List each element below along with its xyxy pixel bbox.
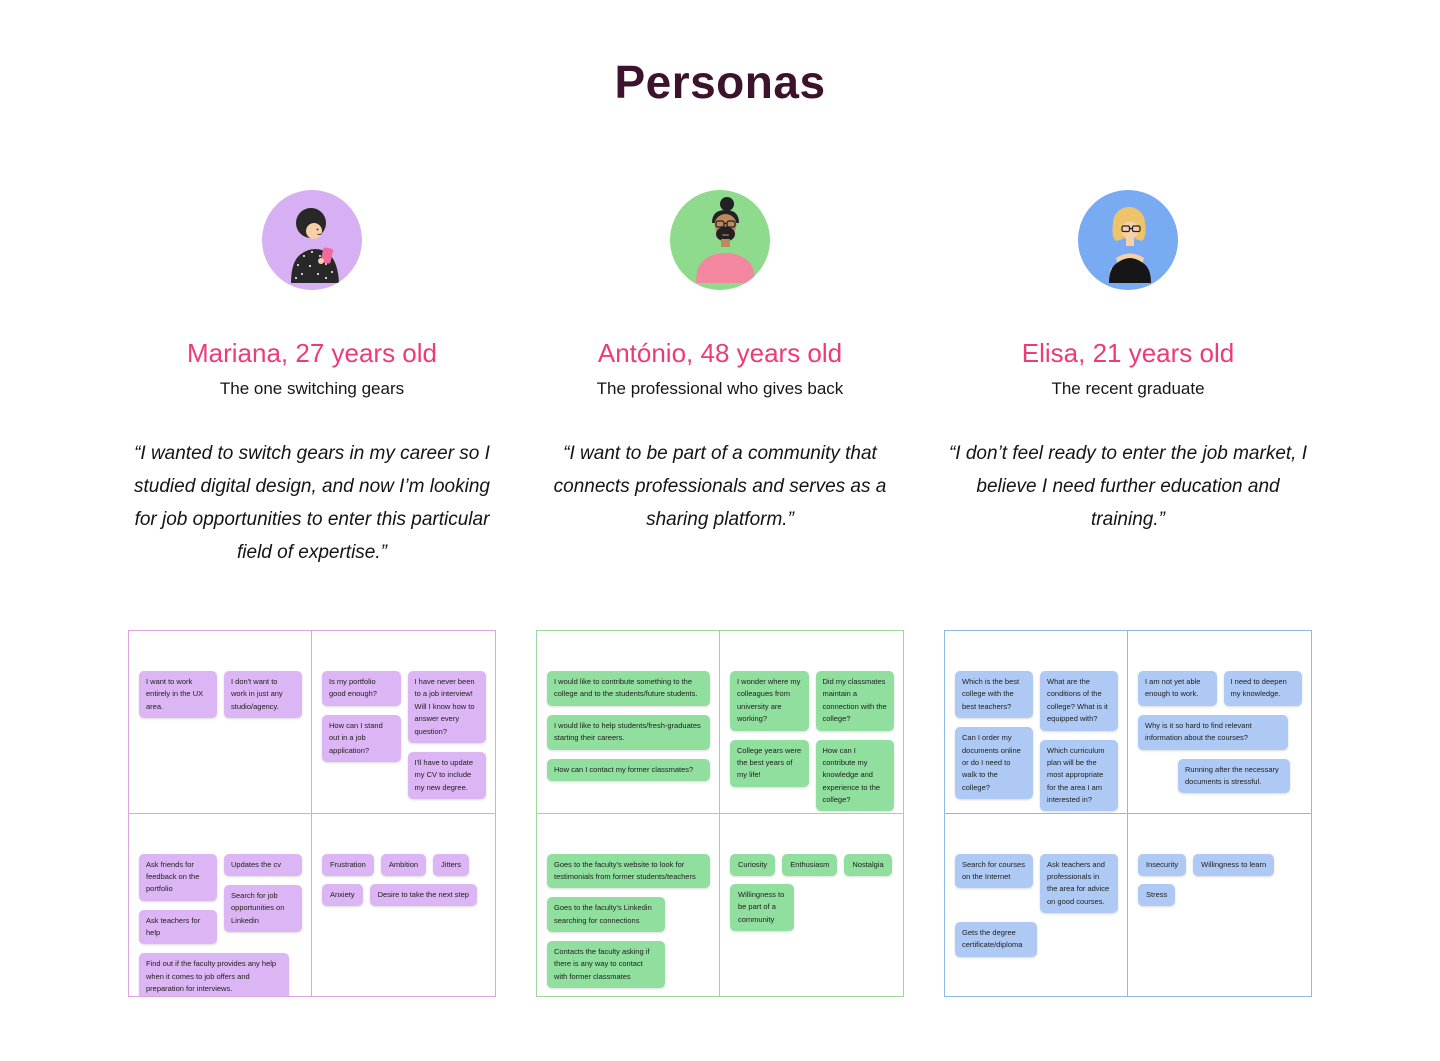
personas-row: Mariana, 27 years old The one switching … — [0, 190, 1440, 997]
mariana-illustration-icon — [291, 208, 339, 283]
sticky-note: Nostalgia — [844, 853, 892, 876]
sticky-note: Curiosity — [730, 853, 776, 876]
sticky-note: Willingness to learn — [1193, 853, 1275, 876]
grid-quadrant: I wonder where my colleagues from univer… — [720, 631, 903, 814]
persona-quote: “I want to be part of a community that c… — [553, 443, 887, 530]
persona-quote: “I don’t feel ready to enter the job mar… — [948, 443, 1308, 530]
sticky-note: Ask teachers for help — [139, 909, 217, 945]
elisa-illustration-icon — [1109, 207, 1151, 283]
sticky-note: College years were the best years of my … — [730, 739, 809, 787]
persona-card: Mariana, 27 years old The one switching … — [128, 190, 496, 997]
sticky-note: Can I order my documents online or do I … — [955, 727, 1033, 799]
grid-quadrant: I want to work entirely in the UX area.I… — [129, 631, 312, 814]
sticky-note: I would like to contribute something to … — [547, 671, 710, 706]
sticky-note: Goes to the faculty's website to look fo… — [547, 853, 710, 889]
sticky-note: Gets the degree certificate/diploma — [955, 922, 1037, 957]
sticky-note: How can I contribute my knowledge and ex… — [815, 739, 894, 812]
sticky-note: Contacts the faculty asking if there is … — [547, 941, 665, 989]
persona-name: António, 48 years old — [597, 338, 843, 368]
sticky-note: Enthusiasm — [782, 853, 838, 876]
sticky-note: Stress — [1138, 883, 1176, 907]
persona-quote: “I wanted to switch gears in my career s… — [134, 443, 490, 563]
grid-quadrant: Goes to the faculty's website to look fo… — [537, 813, 720, 996]
persona-card: Elisa, 21 years old The recent graduate … — [944, 190, 1312, 997]
sticky-note: Did my classmates maintain a connection … — [815, 671, 894, 731]
sticky-note: Ask friends for feedback on the portfoli… — [139, 853, 217, 901]
sticky-note: I wonder where my colleagues from univer… — [730, 671, 809, 731]
empathy-grid: I would like to contribute something to … — [536, 630, 904, 997]
sticky-note: I need to deepen my knowledge. — [1223, 671, 1302, 706]
grid-quadrant: I am not yet able enough to work.I need … — [1128, 631, 1311, 814]
sticky-note: Ask teachers and professionals in the ar… — [1040, 853, 1118, 913]
sticky-note: Find out if the faculty provides any hel… — [139, 953, 289, 996]
sticky-note: Search for job opportunities on Linkedin — [224, 884, 302, 932]
sticky-note: I want to work entirely in the UX area. — [139, 671, 217, 719]
persona-avatar — [262, 190, 362, 290]
sticky-note: Search for courses on the Internet — [955, 853, 1033, 889]
sticky-note: I have never been to a job interview! Wi… — [407, 671, 486, 743]
sticky-note: Insecurity — [1138, 853, 1187, 876]
sticky-note: Desire to take the next step — [369, 883, 477, 907]
sticky-note: Running after the necessary documents is… — [1178, 758, 1290, 794]
persona-name: Mariana, 27 years old — [186, 338, 438, 368]
sticky-note: Updates the cv — [224, 853, 302, 876]
grid-quadrant: Ask friends for feedback on the portfoli… — [129, 813, 312, 996]
sticky-note: Goes to the faculty's Linkedin searching… — [547, 897, 665, 932]
sticky-note: I don't want to work in just any studio/… — [224, 671, 302, 719]
sticky-note: Is my portfolio good enough? — [322, 671, 401, 706]
persona-role: The professional who gives back — [596, 379, 844, 398]
persona-role: The recent graduate — [1051, 379, 1205, 398]
sticky-note: What are the conditions of the college? … — [1040, 671, 1118, 731]
sticky-note: How can I stand out in a job application… — [322, 714, 401, 762]
antonio-illustration-icon — [696, 197, 755, 283]
sticky-note: Willingness to be part of a community — [730, 883, 794, 931]
sticky-note: Anxiety — [322, 883, 363, 907]
persona-avatar — [1078, 190, 1178, 290]
sticky-note: Ambition — [380, 853, 427, 876]
empathy-grid: I want to work entirely in the UX area.I… — [128, 630, 496, 997]
persona-card: António, 48 years old The professional w… — [536, 190, 904, 997]
sticky-note: I'll have to update my CV to include my … — [407, 751, 486, 799]
persona-avatar — [670, 190, 770, 290]
persona-name: Elisa, 21 years old — [1021, 338, 1235, 368]
sticky-note: I am not yet able enough to work. — [1138, 671, 1217, 706]
empathy-grid: Which is the best college with the best … — [944, 630, 1312, 997]
sticky-note: Frustration — [322, 853, 374, 876]
grid-quadrant: Is my portfolio good enough? How can I st… — [312, 631, 495, 814]
sticky-note: Jitters — [433, 853, 470, 876]
sticky-note: Which is the best college with the best … — [955, 671, 1033, 719]
page-title: Personas — [614, 56, 826, 108]
sticky-note: Why is it so hard to find relevant infor… — [1138, 714, 1288, 750]
grid-quadrant: I would like to contribute something to … — [537, 631, 720, 814]
persona-role: The one switching gears — [219, 379, 405, 398]
sticky-note: How can I contact my former classmates? — [547, 758, 710, 781]
sticky-note: I would like to help students/fresh-grad… — [547, 714, 710, 750]
grid-quadrant: Which is the best college with the best … — [945, 631, 1128, 814]
sticky-note: Which curriculum plan will be the most a… — [1040, 739, 1118, 812]
